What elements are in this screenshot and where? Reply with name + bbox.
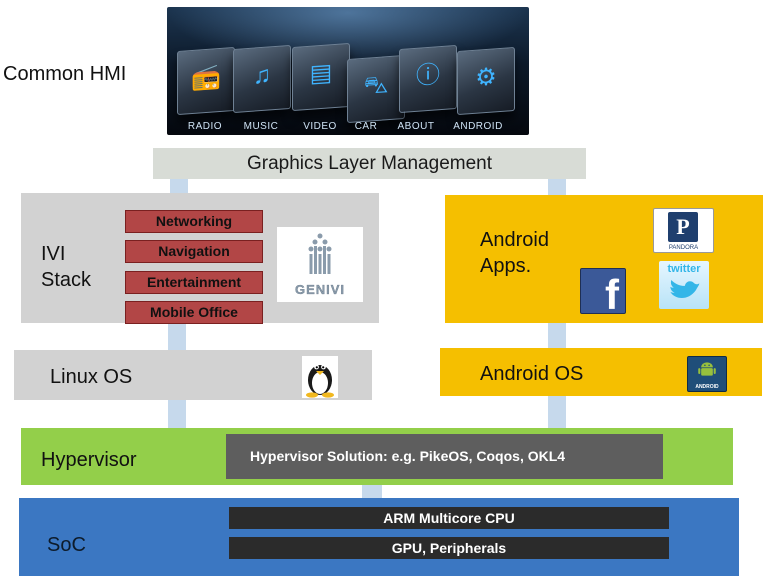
hmi-tile-radio: 📻: [177, 46, 235, 116]
hmi-label-video: VIDEO: [303, 121, 337, 132]
component-navigation: Navigation: [125, 240, 263, 263]
arm-multicore-cpu-bar: ARM Multicore CPU: [229, 507, 669, 529]
android-robot-icon: [698, 362, 716, 376]
hmi-screenshot: 📻 ♫ ▤ ⛍ ⓘ ⚙ RADIO MUSIC VIDEO CAR ABOUT …: [167, 7, 529, 135]
pandora-letter: P: [668, 212, 698, 242]
android-logo: ANDROID: [687, 356, 727, 392]
tux-penguin-icon: [302, 356, 338, 398]
hypervisor-solution-box: Hypervisor Solution: e.g. PikeOS, Coqos,…: [226, 434, 663, 479]
android-os-box: Android OS ANDROID: [440, 348, 762, 396]
graphics-layer-label: Graphics Layer Management: [246, 153, 492, 174]
connector-left-upper: [170, 179, 188, 195]
linux-os-label: Linux OS: [50, 366, 133, 388]
linux-os-box: Linux OS: [14, 350, 372, 400]
ivi-stack-box: IVI Stack Networking Navigation Entertai…: [21, 193, 379, 324]
hmi-tile-android: ⚙: [457, 46, 515, 116]
component-networking: Networking: [125, 210, 263, 233]
connector-right-upper: [548, 179, 566, 197]
facebook-app-icon: f: [580, 268, 626, 318]
twitter-bird-icon: [670, 279, 700, 299]
hmi-label-android: ANDROID: [453, 121, 503, 132]
android-os-label: Android OS: [480, 363, 584, 385]
video-icon: ▤: [309, 59, 333, 88]
common-hmi-label: Common HMI: [3, 63, 127, 85]
radio-icon: 📻: [191, 62, 221, 93]
facebook-letter: f: [605, 271, 619, 318]
connector-left-mid: [168, 323, 186, 351]
hmi-label-radio: RADIO: [187, 121, 223, 132]
genivi-wordmark: GENIVI: [294, 282, 346, 297]
hmi-label-car: CAR: [354, 121, 378, 132]
gpu-peripherals-bar: GPU, Peripherals: [229, 537, 669, 559]
hmi-tile-video: ▤: [292, 42, 350, 112]
genivi-logo: GENIVI: [277, 227, 363, 302]
twitter-app-icon: twitter: [659, 261, 709, 309]
pandora-app-icon: P PANDORA: [653, 208, 714, 253]
connector-left-lower: [168, 400, 186, 429]
info-icon: ⓘ: [416, 61, 440, 90]
hmi-tile-car: ⛍: [347, 54, 405, 124]
soc-label: SoC: [47, 534, 86, 556]
twitter-wordmark: twitter: [667, 263, 701, 275]
genivi-mark-icon: [308, 233, 332, 274]
android-logo-wordmark: ANDROID: [695, 384, 719, 390]
music-note-icon: ♫: [253, 61, 271, 90]
component-entertainment: Entertainment: [125, 271, 263, 294]
connector-center-bottom: [362, 485, 382, 499]
ivi-stack-label: IVI Stack: [41, 243, 92, 291]
android-apps-label: Android Apps.: [480, 229, 549, 277]
pandora-wordmark: PANDORA: [668, 245, 699, 251]
android-icon: ⚙: [475, 63, 497, 92]
hypervisor-label: Hypervisor: [41, 449, 137, 471]
graphics-layer-management: Graphics Layer Management: [153, 148, 586, 179]
hmi-label-about: ABOUT: [397, 121, 435, 132]
hypervisor-box: Hypervisor Hypervisor Solution: e.g. Pik…: [21, 428, 733, 485]
hmi-tile-about: ⓘ: [399, 44, 457, 114]
hmi-tile-music: ♫: [233, 44, 291, 114]
soc-box: SoC ARM Multicore CPU GPU, Peripherals: [19, 498, 739, 576]
component-mobile-office: Mobile Office: [125, 301, 263, 324]
connector-right-mid: [548, 323, 566, 349]
car-icon: ⛍: [363, 71, 389, 100]
hmi-label-music: MUSIC: [243, 121, 279, 132]
connector-right-lower: [548, 396, 566, 429]
android-apps-box: Android Apps. P PANDORA f twitter: [445, 195, 763, 323]
